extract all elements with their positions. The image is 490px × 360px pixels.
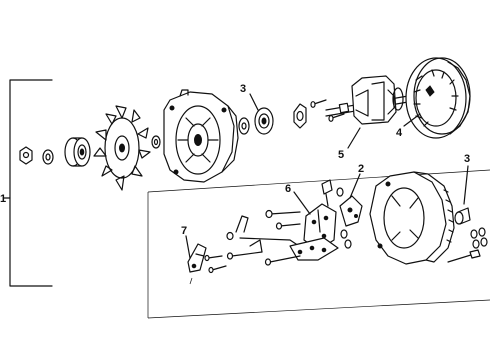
leader-5-rotor bbox=[347, 127, 361, 149]
washer bbox=[42, 149, 54, 165]
leader-2-rectifier bbox=[349, 173, 361, 199]
leader-7-brush-holder bbox=[185, 235, 191, 259]
callout-6-regulator: 6 bbox=[285, 183, 291, 195]
diode-bracket bbox=[289, 237, 339, 261]
front-bearing bbox=[238, 107, 274, 135]
spacer bbox=[151, 135, 161, 149]
callout-1: 1 bbox=[0, 193, 6, 205]
front-housing bbox=[163, 89, 239, 183]
retainer-screws bbox=[310, 99, 345, 122]
assembly-bracket bbox=[3, 79, 53, 287]
leader-3-bushing bbox=[463, 165, 469, 205]
terminal-studs bbox=[321, 179, 352, 249]
through-bolts bbox=[226, 251, 301, 266]
rear-housing bbox=[369, 171, 455, 265]
rectifier bbox=[339, 195, 363, 227]
callout-3-bearing: 3 bbox=[240, 83, 246, 95]
rear-hardware bbox=[447, 227, 488, 263]
stator bbox=[405, 57, 471, 139]
regulator bbox=[303, 203, 337, 251]
pulley bbox=[64, 137, 91, 167]
callout-2-rectifier: 2 bbox=[358, 163, 364, 175]
brush-holder bbox=[187, 243, 227, 285]
leader-6-regulator bbox=[293, 191, 311, 215]
retainer-plate bbox=[293, 103, 307, 129]
regulator-bolts bbox=[265, 209, 301, 230]
lower-panel-frame bbox=[147, 169, 490, 319]
callout-4-stator: 4 bbox=[396, 127, 403, 139]
pulley-nut bbox=[19, 146, 33, 165]
fan bbox=[93, 105, 151, 191]
callout-5-rotor: 5 bbox=[338, 149, 344, 161]
callout-7-brush-holder: 7 bbox=[181, 225, 187, 237]
rotor bbox=[325, 75, 409, 125]
leader-3-bearing bbox=[249, 93, 259, 111]
leader-4-stator bbox=[403, 113, 421, 127]
rear-bushing bbox=[454, 207, 471, 225]
callout-3-bushing: 3 bbox=[464, 153, 470, 165]
